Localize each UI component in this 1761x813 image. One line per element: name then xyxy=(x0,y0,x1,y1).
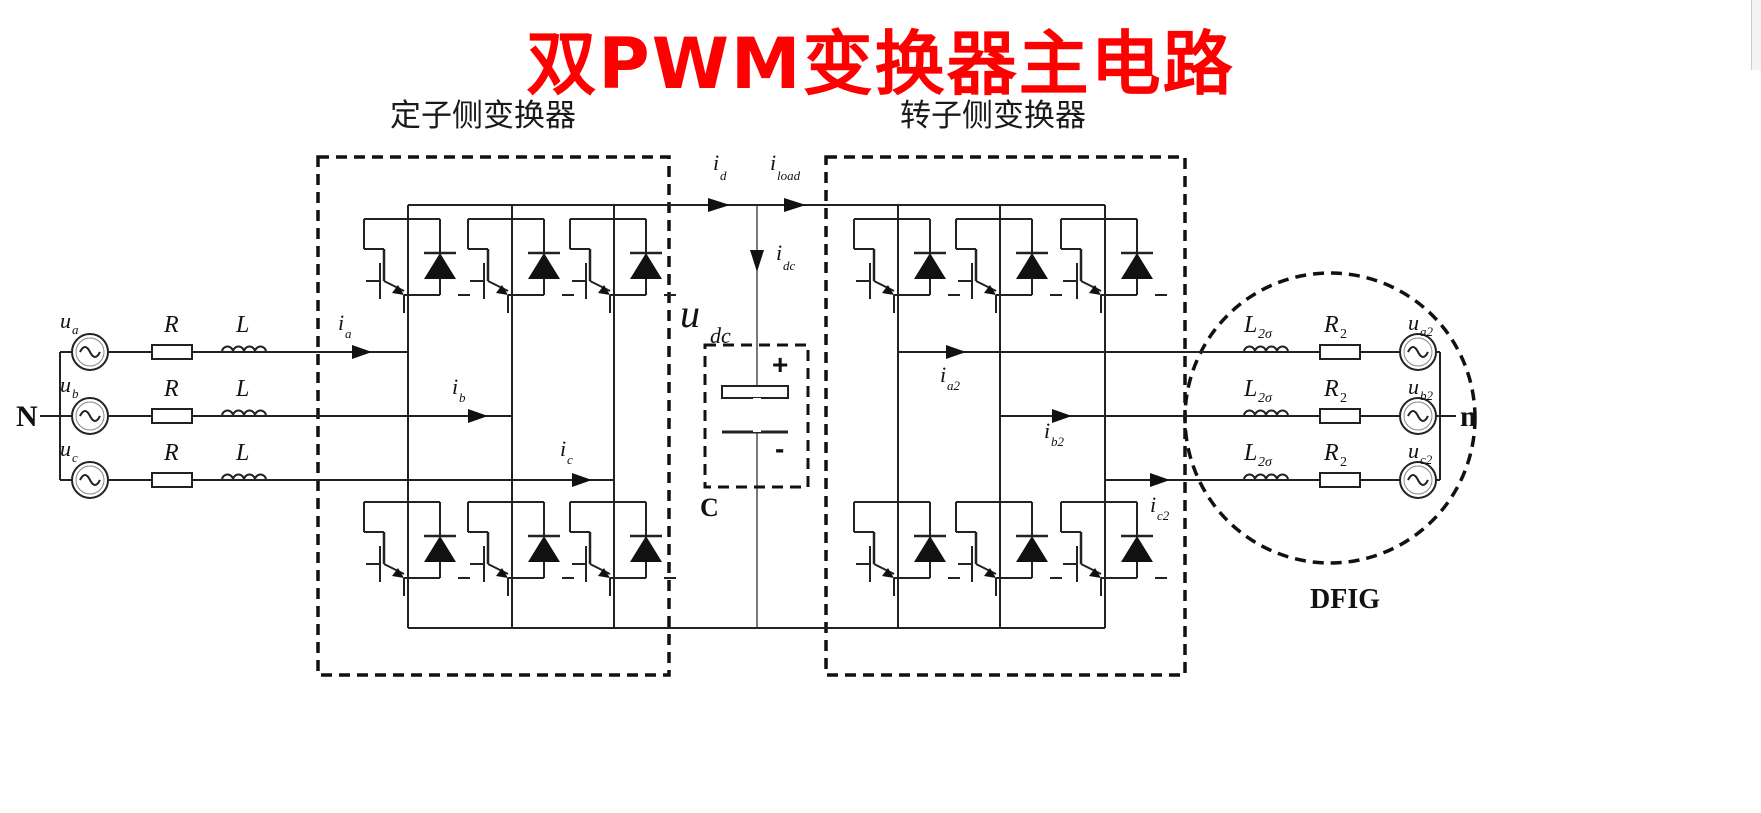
inductor-l-b-label: L xyxy=(235,376,249,402)
current-ia-label: i xyxy=(338,310,344,335)
source-ub2-label: u xyxy=(1408,374,1419,399)
source-uc2-label: u xyxy=(1408,438,1419,463)
rotor-converter-label: 转子侧变换器 xyxy=(900,98,1086,134)
rotor-phase-a2: i a2 L 2σ R 2 u a2 xyxy=(898,310,1440,393)
source-ub-sub: b xyxy=(72,386,79,401)
current-ib-sub: b xyxy=(459,390,466,405)
current-ic2-label: i xyxy=(1150,492,1156,517)
iload-arrow xyxy=(784,198,806,212)
id-label: i xyxy=(713,150,719,175)
inductor-l-c-label: L xyxy=(235,440,249,466)
idc-label: i xyxy=(776,240,782,265)
dfig-label: DFIG xyxy=(1310,584,1380,615)
resistor-r2-b-sub: 2 xyxy=(1340,391,1347,406)
resistor-r-b-label: R xyxy=(163,376,179,402)
source-ua-label: u xyxy=(60,308,71,333)
id-sub: d xyxy=(720,168,727,183)
resistor-r2-a-label: R xyxy=(1323,312,1339,338)
scrollbar-edge[interactable] xyxy=(1751,0,1761,70)
grid-neutral-label: N xyxy=(16,400,38,433)
source-uc2-sub: c2 xyxy=(1420,452,1433,467)
grid-phase-c: u c R L i c xyxy=(60,436,614,499)
source-ua2-label: u xyxy=(1408,310,1419,335)
current-ib2-sub: b2 xyxy=(1051,434,1065,449)
source-ub-label: u xyxy=(60,372,71,397)
capacitor-minus: - xyxy=(775,433,784,464)
resistor-r-a-label: R xyxy=(163,312,179,338)
source-uc-sub: c xyxy=(72,450,78,465)
inductor-l2s-a-label: L xyxy=(1243,312,1257,338)
current-ib-label: i xyxy=(452,374,458,399)
grid-phase-b: u b R L i b xyxy=(60,372,512,435)
idc-arrow xyxy=(750,250,764,272)
iload-sub: load xyxy=(777,168,801,183)
diagram-title: 双PWM变换器主电路 xyxy=(526,23,1235,105)
rotor-phase-c2: i c2 L 2σ R 2 u c2 xyxy=(1105,438,1440,523)
source-ub2-sub: b2 xyxy=(1420,388,1434,403)
source-uc-label: u xyxy=(60,436,71,461)
inductor-l2s-b-sub: 2σ xyxy=(1258,391,1273,406)
current-ib2-label: i xyxy=(1044,418,1050,443)
source-ua2-sub: a2 xyxy=(1420,324,1434,339)
udc-sub: dc xyxy=(710,323,731,348)
dfig-boundary xyxy=(1183,271,1477,565)
inductor-l2s-b-label: L xyxy=(1243,376,1257,402)
iload-label: i xyxy=(770,150,776,175)
grid-phase-a: u a R L i a xyxy=(60,308,408,371)
current-ia-sub: a xyxy=(345,326,352,341)
current-ic2-sub: c2 xyxy=(1157,508,1170,523)
resistor-r2-c-sub: 2 xyxy=(1340,455,1347,470)
current-ia2-label: i xyxy=(940,362,946,387)
id-arrow xyxy=(708,198,730,212)
current-ic-label: i xyxy=(560,436,566,461)
current-ia2-sub: a2 xyxy=(947,378,961,393)
udc-label: u xyxy=(680,291,700,336)
capacitor-label: C xyxy=(700,493,719,522)
rotor-phase-b2: i b2 L 2σ R 2 u b2 xyxy=(1000,374,1440,449)
inductor-l2s-c-sub: 2σ xyxy=(1258,455,1273,470)
resistor-r2-a-sub: 2 xyxy=(1340,327,1347,342)
resistor-r2-b-label: R xyxy=(1323,376,1339,402)
idc-sub: dc xyxy=(783,258,796,273)
resistor-r2-c-label: R xyxy=(1323,440,1339,466)
stator-converter-label: 定子侧变换器 xyxy=(390,98,576,134)
current-ic-sub: c xyxy=(567,452,573,467)
inductor-l2s-c-label: L xyxy=(1243,440,1257,466)
rotor-neutral-label: n xyxy=(1460,400,1477,433)
capacitor-plate-top xyxy=(721,385,789,399)
inductor-l2s-a-sub: 2σ xyxy=(1258,327,1273,342)
source-ua-sub: a xyxy=(72,322,79,337)
capacitor-plus: + xyxy=(772,349,788,380)
inductor-l-a-label: L xyxy=(235,312,249,338)
resistor-r-c-label: R xyxy=(163,440,179,466)
capacitor-box xyxy=(703,343,810,489)
